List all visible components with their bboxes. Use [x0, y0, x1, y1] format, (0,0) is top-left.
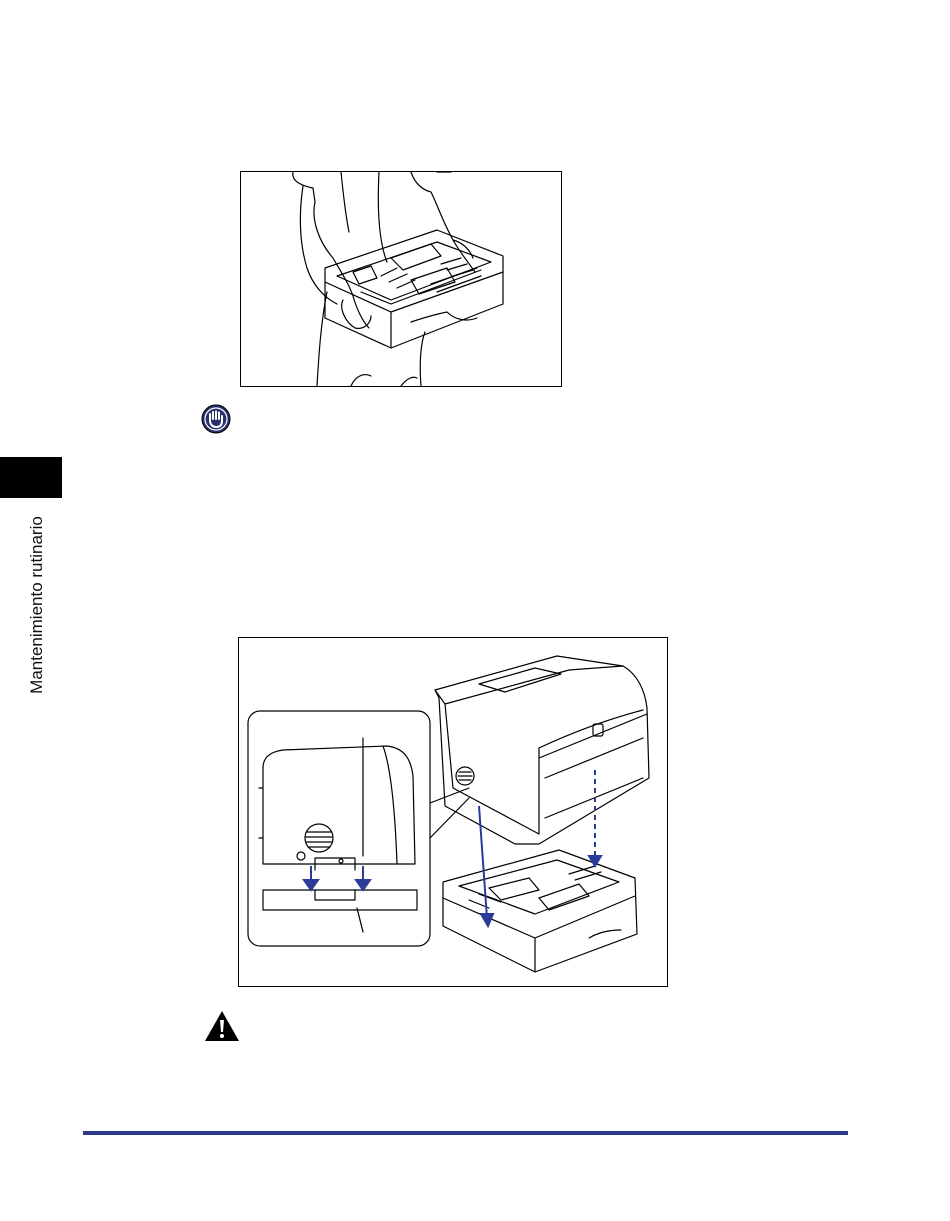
chapter-label: Mantenimiento rutinario	[27, 516, 47, 694]
figure-printer-on-feeder	[238, 637, 668, 987]
footer-divider	[83, 1131, 848, 1135]
stop-hand-icon	[201, 404, 231, 434]
figure-lifting-paper-feeder	[240, 171, 562, 387]
warning-triangle-icon	[204, 1010, 240, 1042]
chapter-tab	[0, 457, 62, 498]
